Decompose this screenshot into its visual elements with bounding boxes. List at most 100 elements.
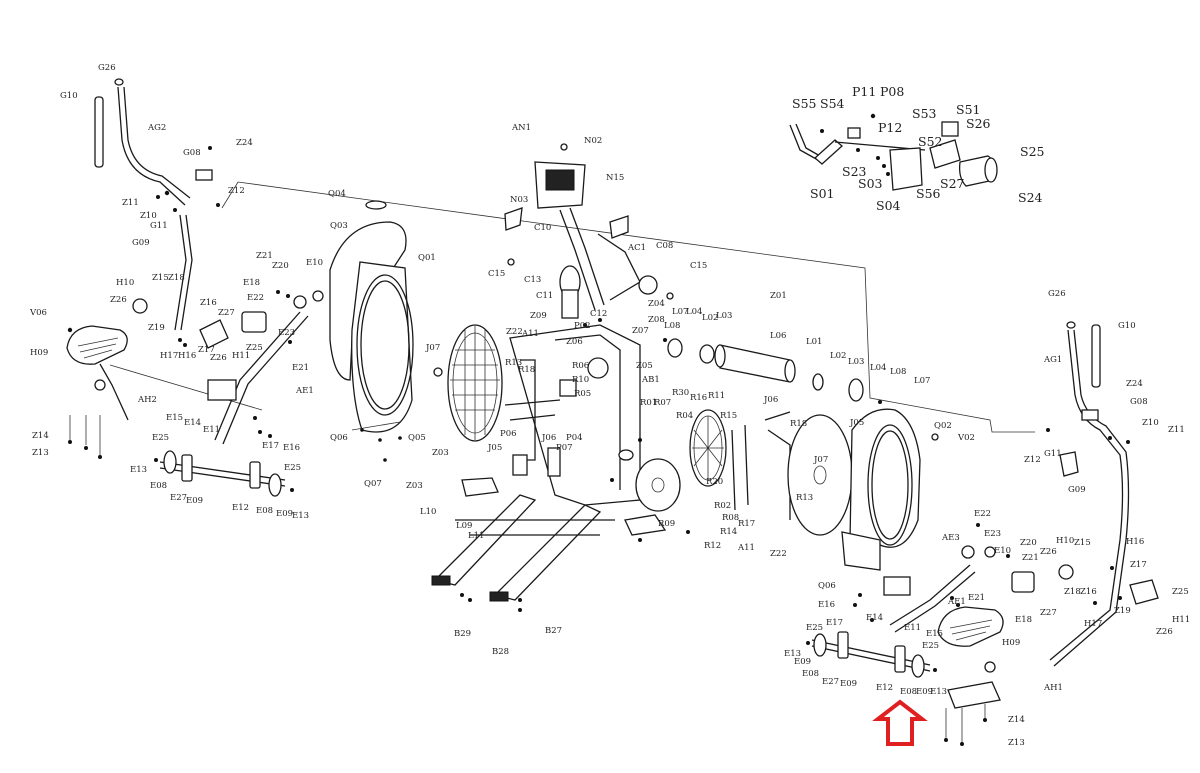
label-z12b: Z12 <box>1024 455 1041 465</box>
label-e23: E23 <box>278 328 295 338</box>
label-g10: G10 <box>60 91 78 101</box>
wheel-e08c <box>813 633 827 657</box>
label-s52: S52 <box>918 134 942 149</box>
label-s03: S03 <box>858 176 883 191</box>
label-r02: R02 <box>714 501 731 511</box>
cover-q02 <box>849 408 921 548</box>
label-e08c: E08 <box>802 669 819 679</box>
label-z18: Z18 <box>168 273 185 283</box>
label-z09: Z09 <box>530 311 547 321</box>
label-h09: H09 <box>30 348 48 358</box>
label-r04: R04 <box>676 411 693 421</box>
label-g26b: G26 <box>1048 289 1066 299</box>
label-l08: L08 <box>664 321 680 331</box>
label-e25: E25 <box>152 433 169 443</box>
label-l02: L02 <box>702 313 718 323</box>
label-e12: E12 <box>232 503 249 513</box>
label-l06: L06 <box>770 331 786 341</box>
label-r17: R17 <box>738 519 755 529</box>
label-e16b: E16 <box>818 600 835 610</box>
label-l10: L10 <box>420 507 436 517</box>
label-z21: Z21 <box>256 251 273 261</box>
label-ah1: AH1 <box>1043 683 1063 693</box>
label-a11b: A11 <box>737 543 755 553</box>
label-z13b: Z13 <box>1008 738 1025 748</box>
label-v06: V06 <box>29 308 47 318</box>
label-e14b: E14 <box>866 613 883 623</box>
label-s23: S23 <box>842 164 867 179</box>
label-g11b: G11 <box>1044 449 1062 459</box>
part-p11 <box>847 127 861 139</box>
label-e17: E17 <box>262 441 279 451</box>
label-r16: R16 <box>690 393 707 403</box>
label-e15: E15 <box>166 413 183 423</box>
bracket-s56 <box>889 147 923 191</box>
knob-h10 <box>132 298 148 314</box>
display-screen <box>545 169 575 191</box>
bushing-e18b <box>1011 571 1035 593</box>
foot-b28 <box>489 591 509 602</box>
label-h10b: H10 <box>1056 536 1074 546</box>
bracket-l10 <box>461 477 499 497</box>
label-e09: E09 <box>186 496 203 506</box>
label-c15: C15 <box>690 261 707 271</box>
label-ah2: AH2 <box>137 395 157 405</box>
label-z14: Z14 <box>32 431 49 441</box>
wheel-r09 <box>635 458 681 512</box>
label-ae3: AE3 <box>941 533 960 543</box>
shaft-l01 <box>719 344 791 383</box>
label-e11b: E11 <box>904 623 921 633</box>
label-e09e: E09 <box>916 687 933 697</box>
label-z20: Z20 <box>272 261 289 271</box>
label-e13c: E13 <box>784 649 801 659</box>
label-h17: H17 <box>160 351 178 361</box>
bracket-r18b <box>764 411 791 520</box>
label-ab1: AB1 <box>641 375 660 385</box>
label-z13: Z13 <box>32 448 49 458</box>
cable-s01 <box>789 124 819 161</box>
label-s51: S51 <box>956 102 980 117</box>
label-c08: C08 <box>656 241 673 251</box>
label-s24: S24 <box>1018 190 1043 205</box>
label-j07b: J07 <box>813 455 828 465</box>
left-handlebar-ag2 <box>117 86 186 206</box>
label-e17b: E17 <box>826 618 843 628</box>
label-b29: B29 <box>454 629 471 639</box>
label-n03: N03 <box>510 195 528 205</box>
label-l09: L09 <box>456 521 472 531</box>
label-p07: P07 <box>556 443 573 453</box>
pedal-plate-ah1 <box>947 681 1001 709</box>
label-ac1: AC1 <box>627 243 646 253</box>
label-r09: R09 <box>658 519 675 529</box>
ring-q04 <box>365 200 387 210</box>
label-z20b: Z20 <box>1020 538 1037 548</box>
label-j06b: J06 <box>541 433 556 443</box>
left-pedal-h09 <box>66 325 128 365</box>
label-z01: Z01 <box>770 291 787 301</box>
label-q06: Q06 <box>330 433 348 443</box>
sensor-inset <box>789 113 998 191</box>
label-c12: C12 <box>590 309 607 319</box>
bracket-g09b <box>1059 451 1079 477</box>
bracket-r18 <box>504 399 561 421</box>
label-z12: Z12 <box>228 186 245 196</box>
arrow-up-icon <box>872 699 928 746</box>
bracket-h11b <box>1129 579 1159 605</box>
label-s26: S26 <box>966 116 991 131</box>
left-side-cover <box>329 200 443 462</box>
label-c10: C10 <box>534 223 551 233</box>
label-b27: B27 <box>545 626 562 636</box>
handle-n03 <box>504 207 523 231</box>
label-z08: Z08 <box>648 315 665 325</box>
label-l11: L11 <box>468 531 484 541</box>
part-p06 <box>512 454 528 476</box>
left-link-arm <box>132 290 324 445</box>
label-r18: R18 <box>518 365 535 375</box>
label-e13b: E13 <box>292 511 309 521</box>
label-s01: S01 <box>810 186 834 201</box>
label-r13b: R13 <box>796 493 813 503</box>
label-z11b: Z11 <box>1168 425 1185 435</box>
bracket-g08 <box>195 169 213 181</box>
label-e22: E22 <box>247 293 264 303</box>
main-frame <box>431 324 690 612</box>
